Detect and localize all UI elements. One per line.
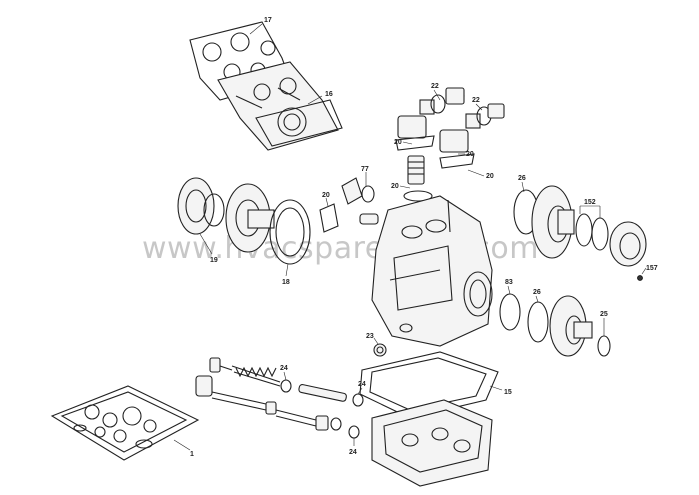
rod-assembly-upper	[209, 357, 364, 407]
callout-15: 15	[504, 389, 512, 396]
part-19-end-cover	[177, 177, 275, 253]
callout-19: 19	[210, 257, 218, 264]
callout-26b: 26	[533, 289, 541, 296]
bearing-housing-upper	[531, 185, 575, 259]
callout-18: 18	[282, 279, 290, 286]
callout-25: 25	[600, 311, 608, 318]
part-22-unloader-left	[395, 87, 465, 202]
shaft-seal-cover	[609, 221, 647, 281]
callout-20d: 20	[486, 173, 494, 180]
callout-24c: 24	[349, 449, 357, 456]
callout-22a: 22	[431, 83, 439, 90]
part-22-unloader-right	[439, 103, 505, 169]
part-77-plug	[341, 177, 375, 205]
callout-24a: 24	[280, 365, 288, 372]
part-25-ring	[597, 335, 611, 357]
part-20-small-gasket	[319, 203, 379, 233]
callout-20c: 20	[391, 183, 399, 190]
callout-16: 16	[325, 91, 333, 98]
leader-lines	[173, 23, 647, 451]
callout-1: 1	[190, 451, 194, 458]
bearing-housing-lower	[549, 295, 593, 357]
callout-23: 23	[366, 333, 374, 340]
part-152-seal-rings	[575, 213, 609, 251]
rod-assembly-lower	[195, 375, 360, 439]
part-26-oring-lower	[527, 301, 549, 343]
callout-20e: 20	[322, 192, 330, 199]
part-1-gasket-kit	[50, 385, 200, 461]
callout-20b: 20	[466, 151, 474, 158]
callout-152: 152	[584, 199, 596, 206]
part-18-gasket	[269, 199, 311, 265]
callout-77: 77	[361, 166, 369, 173]
callout-26a: 26	[518, 175, 526, 182]
callout-83: 83	[505, 279, 513, 286]
callout-20a: 20	[394, 139, 402, 146]
part-16-valve-plate	[217, 61, 343, 151]
part-23-plug	[373, 343, 387, 357]
callout-22b: 22	[472, 97, 480, 104]
callout-24b: 24	[358, 381, 366, 388]
oil-pan-base	[371, 399, 493, 487]
callout-17: 17	[264, 17, 272, 24]
callout-labels: 17 16 22 22 20 20 20 20 20 77 26 152 157…	[190, 17, 658, 458]
part-83-oring	[499, 293, 521, 331]
compressor-body	[371, 195, 493, 347]
callout-157: 157	[646, 265, 658, 272]
